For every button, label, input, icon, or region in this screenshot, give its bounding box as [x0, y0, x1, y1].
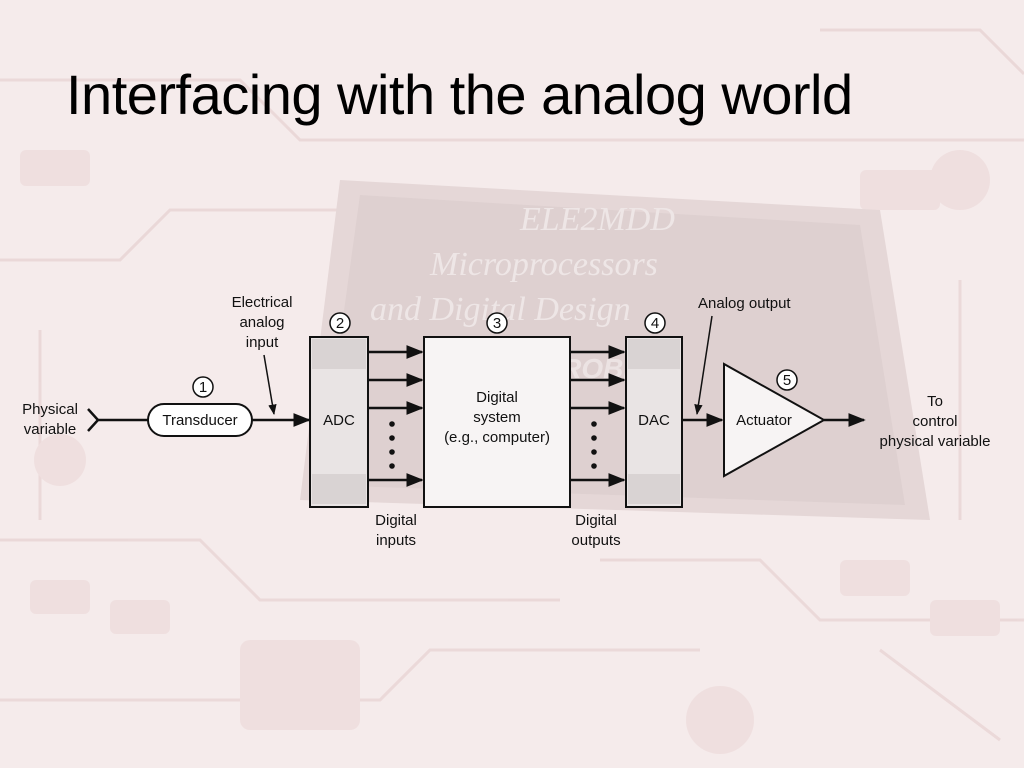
digital-outputs-label-2: outputs: [571, 532, 620, 549]
digital-inputs-arrows: [368, 345, 424, 487]
step-1-circle: [192, 376, 214, 398]
adc-label: ADC: [323, 412, 355, 429]
physical-variable-label-2: variable: [24, 421, 77, 438]
to-control-label-3: physical variable: [880, 433, 991, 450]
digital-outputs-ellipsis: [591, 421, 597, 469]
step-5-circle: [776, 369, 798, 391]
digital-outputs-label-1: Digital: [575, 512, 617, 529]
physical-variable-label-1: Physical: [22, 401, 78, 418]
step-4-circle: [644, 312, 666, 334]
analog-output-label: Analog output: [698, 295, 791, 312]
dac-label: DAC: [638, 412, 670, 429]
slide-title: Interfacing with the analog world: [66, 63, 853, 126]
to-control-label-1: To: [927, 393, 943, 410]
chip-text-line-1: ELE2MDD: [519, 201, 675, 238]
step-3-circle: [486, 312, 508, 334]
step-4-number: 4: [651, 315, 659, 332]
actuator-label: Actuator: [736, 412, 792, 429]
analog-output-pointer: [694, 315, 713, 416]
digital-system-label-2: system: [473, 409, 521, 426]
digital-inputs-label-2: inputs: [376, 532, 416, 549]
digital-inputs-label-1: Digital: [375, 512, 417, 529]
actuator-block: [723, 362, 827, 478]
input-chevron: [87, 408, 100, 432]
digital-system-label-1: Digital: [476, 389, 518, 406]
electrical-analog-input-label-2: analog: [239, 314, 284, 331]
step-5-number: 5: [783, 372, 791, 389]
electrical-analog-input-label-1: Electrical: [232, 294, 293, 311]
electrical-analog-input-label-3: input: [246, 334, 279, 351]
digital-system-block: [423, 336, 571, 508]
digital-inputs-ellipsis: [389, 421, 395, 469]
step-2-circle: [329, 312, 351, 334]
digital-system-label-3: (e.g., computer): [444, 429, 550, 446]
electrical-input-pointer: [263, 354, 277, 416]
step-2-number: 2: [336, 315, 344, 332]
step-3-number: 3: [493, 315, 501, 332]
digital-outputs-arrows: [570, 345, 626, 487]
to-control-label-2: control: [912, 413, 957, 430]
transducer-label: Transducer: [162, 412, 237, 429]
chip-text-line-2: Microprocessors: [429, 246, 658, 283]
step-1-number: 1: [199, 379, 207, 396]
